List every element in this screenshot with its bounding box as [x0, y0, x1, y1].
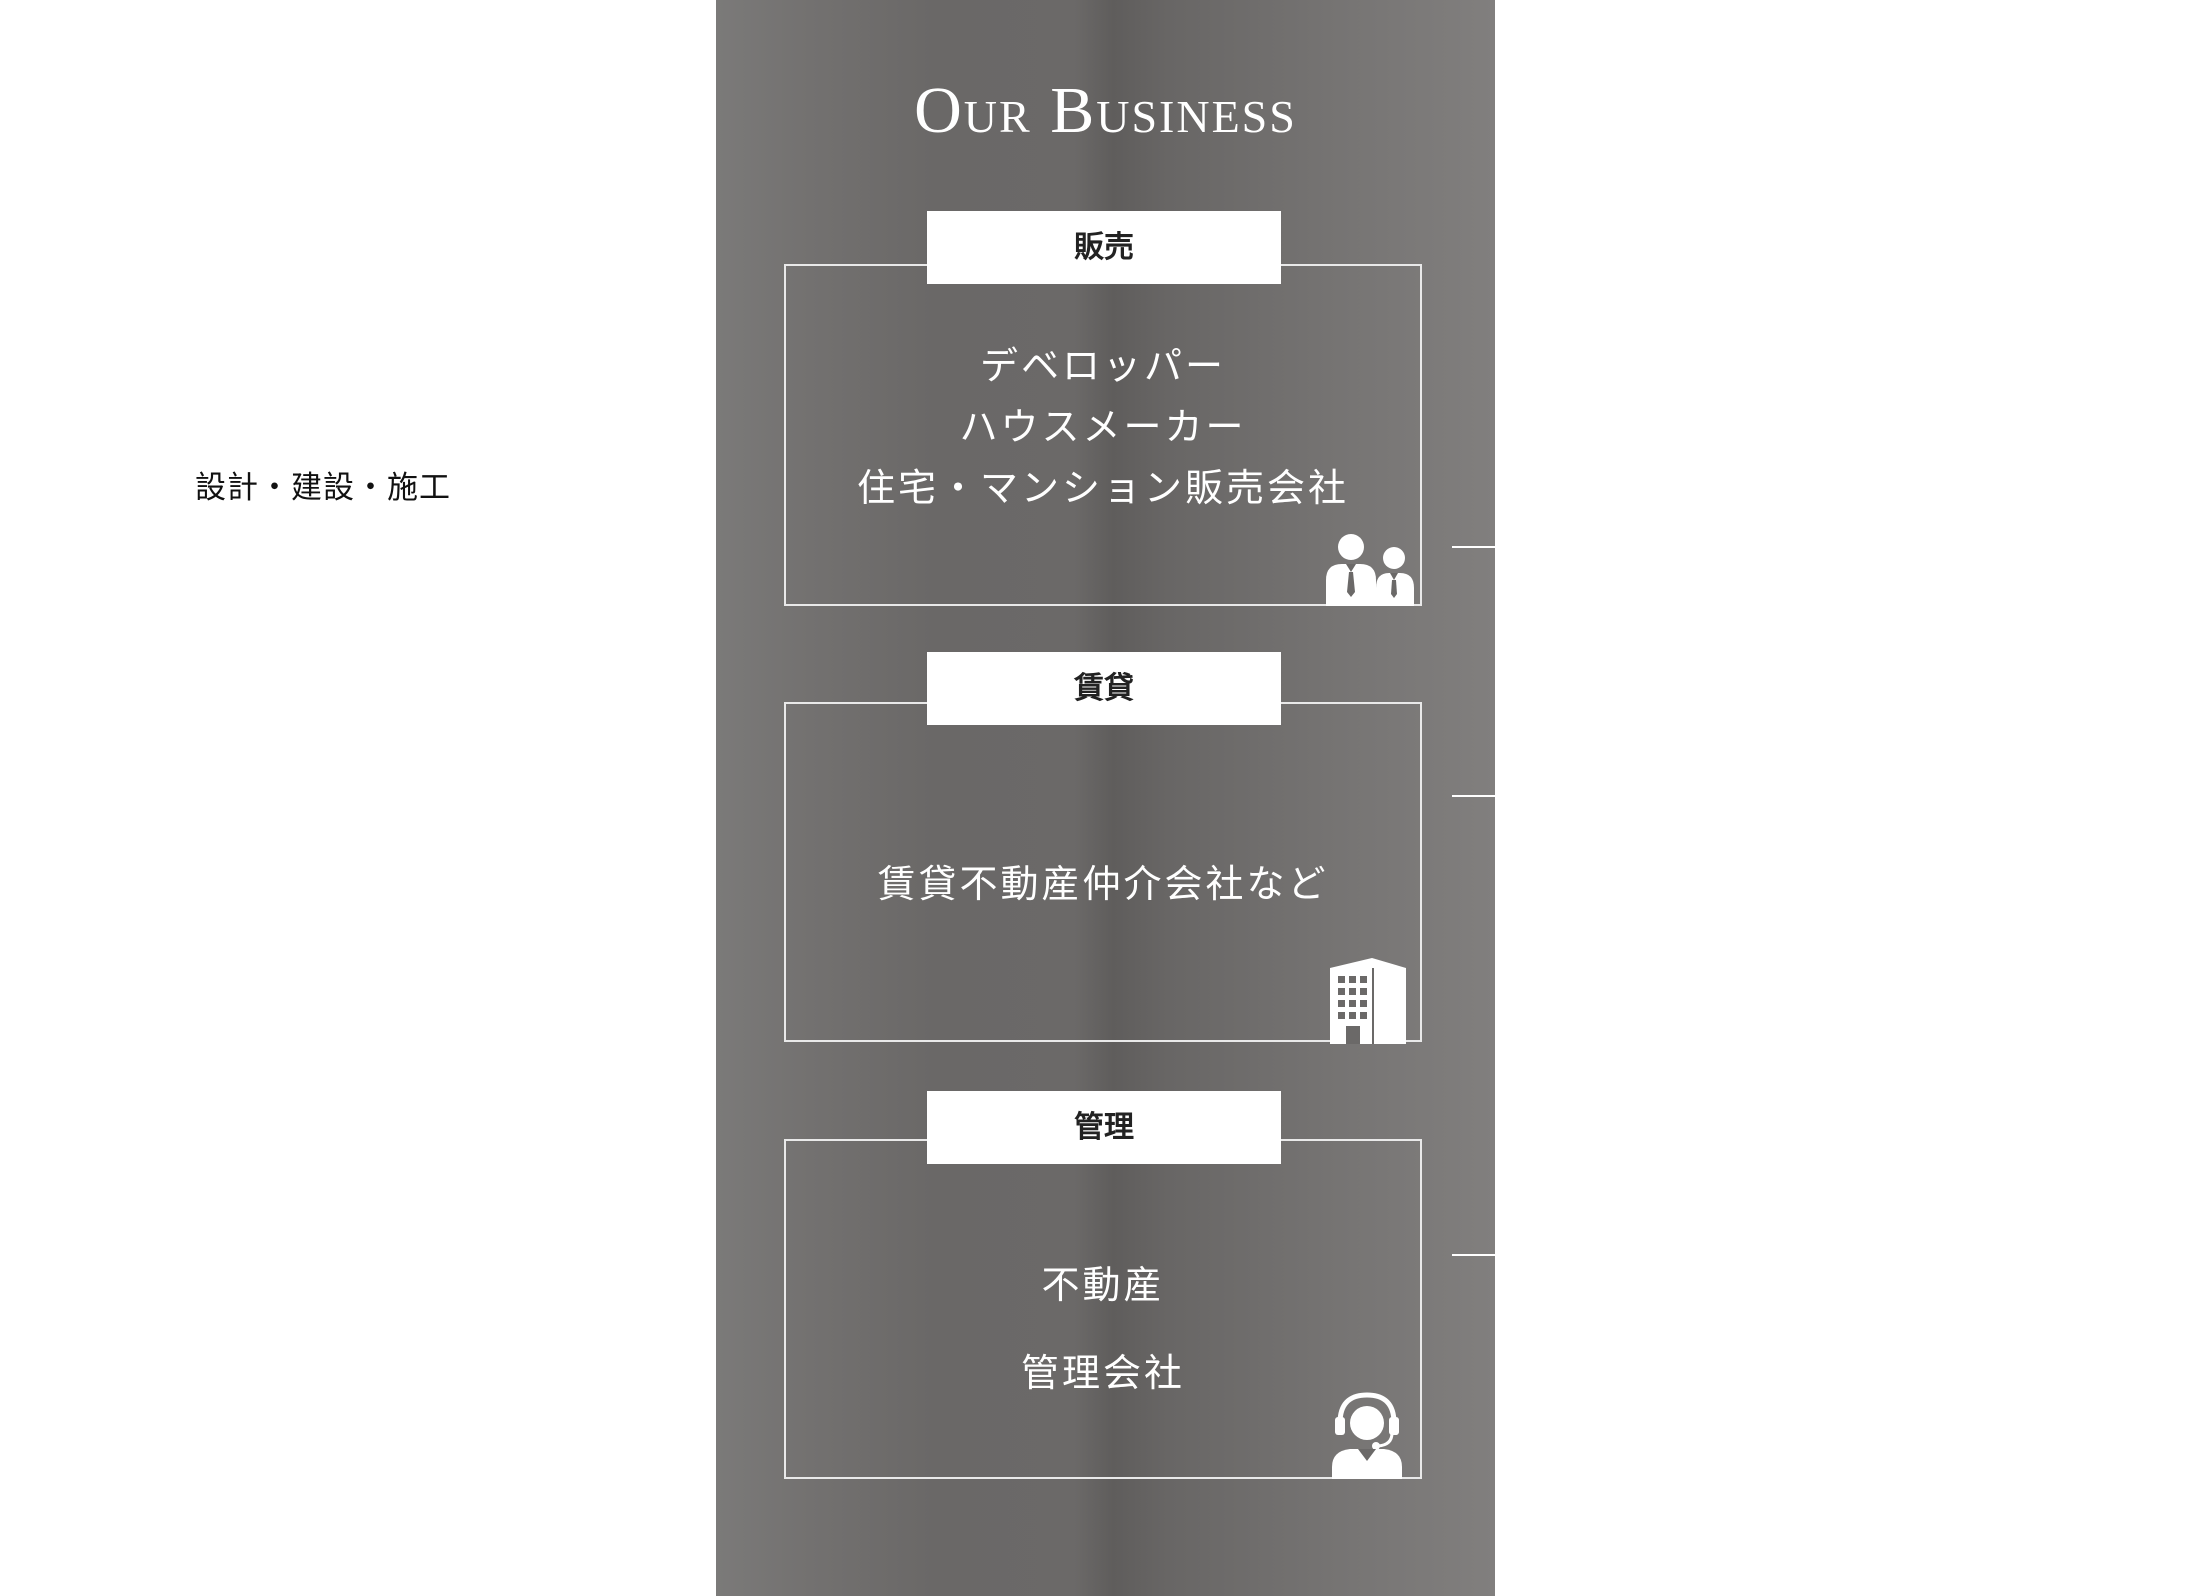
card-rental-body: 賃貸不動産仲介会社など	[786, 854, 1420, 914]
card-management: 不動産 管理会社	[784, 1139, 1422, 1479]
card-sales: デベロッパー ハウスメーカー 住宅・マンション販売会社	[784, 264, 1422, 606]
business-people-icon	[1326, 534, 1414, 606]
tab-management: 管理	[927, 1091, 1281, 1164]
card-sales-body: デベロッパー ハウスメーカー 住宅・マンション販売会社	[786, 336, 1420, 519]
connector-out-2	[1452, 795, 1495, 797]
card-sales-line-3: 住宅・マンション販売会社	[856, 466, 1349, 510]
card-sales-line-1: デベロッパー	[979, 344, 1226, 388]
panel-title: Our Business	[914, 74, 1297, 147]
connector-out-3	[1452, 1254, 1495, 1256]
left-label: 設計・建設・施工	[195, 470, 451, 506]
business-panel: Our Business デベロッパー ハウスメーカー 住宅・マンション販売会社…	[716, 0, 1495, 1596]
tab-sales: 販売	[927, 211, 1281, 284]
card-management-body: 不動産 管理会社	[786, 1241, 1420, 1417]
card-rental-line-1: 賃貸不動産仲介会社など	[877, 862, 1329, 906]
building-icon	[1330, 958, 1406, 1044]
card-management-line-2: 管理会社	[1020, 1351, 1185, 1395]
card-rental: 賃貸不動産仲介会社など	[784, 702, 1422, 1044]
connector-out-1	[1452, 546, 1495, 548]
card-sales-line-2: ハウスメーカー	[959, 405, 1247, 449]
card-management-line-1: 不動産	[1041, 1263, 1165, 1307]
headset-operator-icon	[1332, 1392, 1402, 1479]
tab-rental: 賃貸	[927, 652, 1281, 725]
